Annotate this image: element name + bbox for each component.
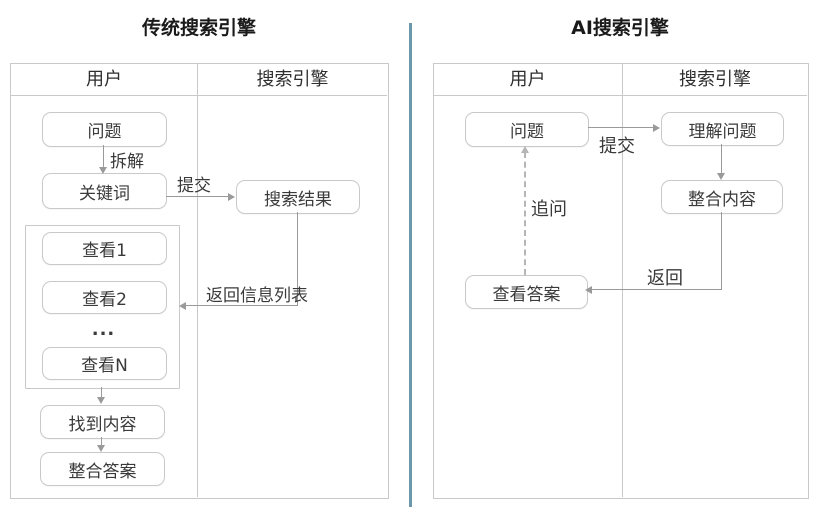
node-found-content: 找到内容 [40, 405, 165, 439]
edge-label-decompose: 拆解 [110, 152, 144, 172]
connector-question-keywords [103, 145, 104, 168]
edge-label-submit-right: 提交 [599, 136, 635, 157]
connector-searchresults-down [297, 212, 298, 306]
arrowhead-question-keywords [99, 167, 107, 174]
node-view2: 查看2 [42, 281, 167, 314]
right-column-divider-line [622, 63, 623, 497]
connector-keywords-searchresults [166, 196, 228, 197]
left-header-divider-line [10, 95, 387, 96]
left-swimlane-table [10, 63, 389, 499]
right-column-header-user: 用户 [509, 69, 546, 90]
panel-divider [409, 23, 412, 507]
connector-viewanswer-question-dashed [524, 152, 526, 275]
arrowhead-understand-integratecontent [717, 173, 725, 180]
connector-searchresults-viewgroup [186, 305, 298, 306]
connector-understand-integratecontent [721, 144, 722, 174]
edge-label-return: 返回 [647, 268, 683, 289]
node-question: 问题 [42, 112, 167, 147]
node-search-results: 搜索结果 [236, 180, 360, 214]
node-view-answer: 查看答案 [465, 275, 588, 309]
left-column-header-user: 用户 [86, 69, 122, 90]
arrowhead-keywords-searchresults [228, 193, 235, 201]
edge-label-return-list: 返回信息列表 [206, 286, 308, 306]
node-view1: 查看1 [42, 232, 167, 265]
connector-aiquestion-understand [588, 127, 654, 128]
connector-foundcontent-integrateanswer [101, 437, 102, 446]
node-integrate-content: 整合内容 [661, 180, 783, 214]
left-column-divider-line [197, 63, 198, 497]
arrowhead-integratecontent-viewanswer [585, 286, 592, 294]
node-integrate-answer: 整合答案 [40, 452, 165, 486]
connector-viewgroup-foundcontent [101, 387, 102, 398]
view-ellipsis: ... [91, 319, 116, 340]
arrowhead-aiquestion-understand [653, 124, 660, 132]
connector-integratecontent-down [721, 212, 722, 290]
arrowhead-viewgroup-foundcontent [97, 397, 105, 404]
node-understand-question: 理解问题 [661, 112, 784, 146]
arrowhead-foundcontent-integrateanswer [97, 445, 105, 452]
right-header-divider-line [433, 95, 807, 96]
edge-label-follow-up: 追问 [531, 199, 567, 220]
node-viewN: 查看N [42, 347, 167, 380]
left-diagram-title: 传统搜索引擎 [141, 17, 256, 39]
arrowhead-viewanswer-question [521, 146, 529, 153]
right-column-header-engine: 搜索引擎 [679, 69, 751, 90]
arrowhead-searchresults-viewgroup [179, 302, 186, 310]
right-diagram-title: AI搜索引擎 [571, 17, 669, 39]
edge-label-submit-left: 提交 [177, 176, 211, 196]
node-keywords: 关键词 [42, 173, 167, 209]
node-ai-question: 问题 [465, 112, 589, 147]
connector-integratecontent-viewanswer [592, 289, 722, 290]
right-swimlane-table [433, 63, 809, 499]
left-column-header-engine: 搜索引擎 [256, 69, 329, 90]
